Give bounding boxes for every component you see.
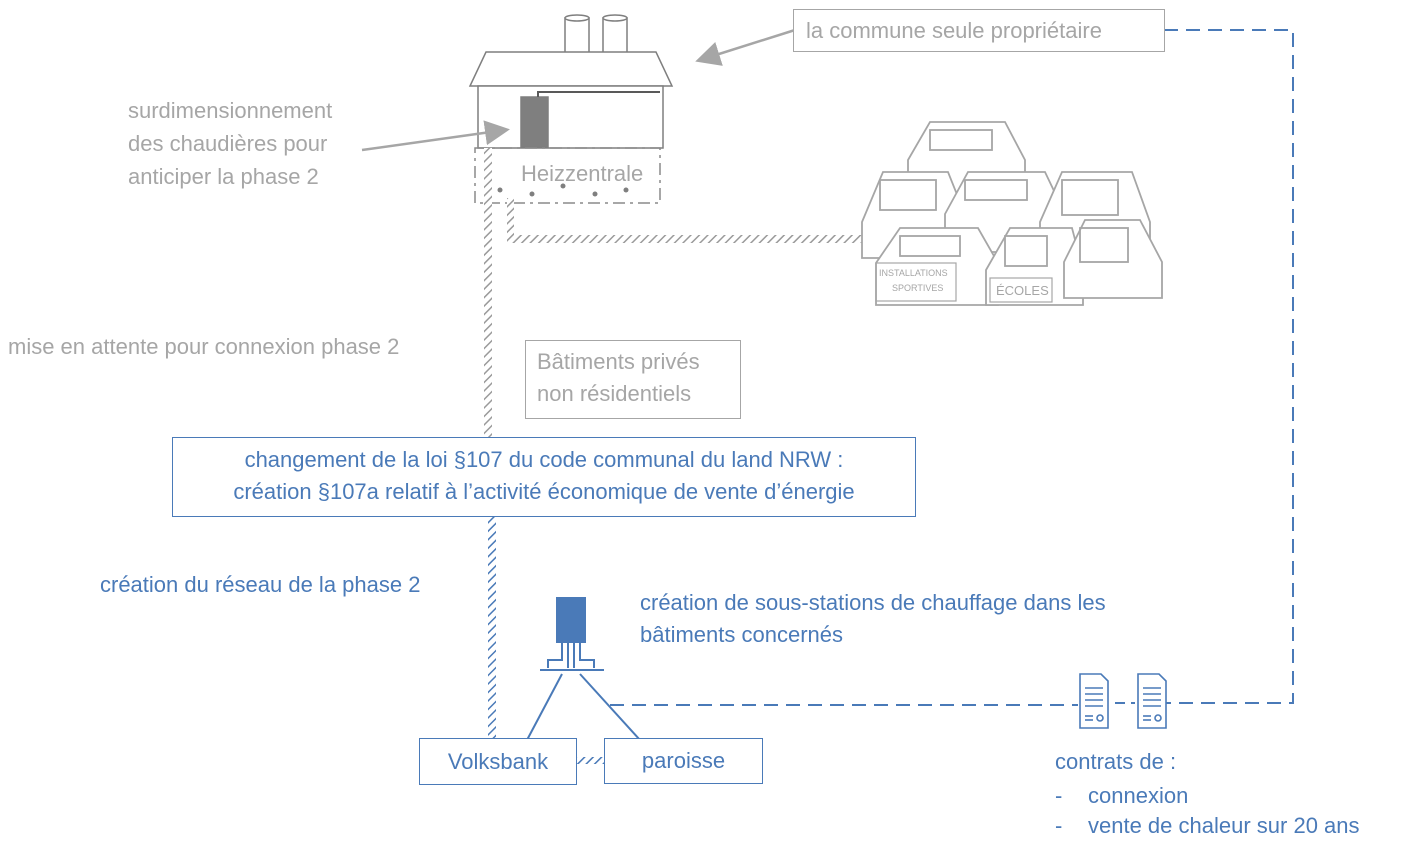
public-buildings-icon [861, 121, 1163, 306]
volksbank-label: Volksbank [447, 749, 549, 774]
boiler-note-line3: anticiper la phase 2 [128, 164, 319, 189]
private-buildings-line2: non résidentiels [537, 381, 692, 406]
paroisse-label: paroisse [641, 748, 726, 773]
law-change-line1: changement de la loi §107 du code commun… [244, 447, 844, 472]
boiler-note-line1: surdimensionnement [128, 98, 333, 123]
owner-label-box: la commune seule propriétaire [793, 9, 1165, 52]
plant-label: Heizzentrale [521, 161, 644, 186]
volksbank-box: Volksbank [419, 738, 577, 785]
substations-line2: bâtiments concernés [640, 622, 843, 647]
document-icon [1079, 673, 1109, 729]
owner-dashed-link [1164, 29, 1294, 704]
network-phase2-label: création du réseau de la phase 2 [100, 572, 421, 597]
contracts-title: contrats de : [1055, 749, 1177, 774]
boiler-arrow [361, 120, 510, 152]
grey-pipe-vertical [484, 148, 492, 438]
grey-pipe-branch [507, 198, 514, 240]
law-change-box: changement de la loi §107 du code commun… [172, 437, 916, 517]
private-buildings-box: Bâtiments privés non résidentiels [525, 340, 741, 419]
owner-arrow [695, 28, 796, 66]
grey-pipe-horizontal [507, 235, 862, 243]
paroisse-box: paroisse [604, 738, 763, 784]
private-buildings-line1: Bâtiments privés [537, 349, 700, 374]
blue-pipe-link [577, 757, 604, 764]
sports-label-frame [875, 262, 957, 302]
contracts-item-1: connexion [1088, 783, 1189, 808]
contracts-bullet-1: - [1055, 783, 1063, 808]
substation-icon [526, 597, 641, 741]
blue-pipe-vertical [488, 517, 496, 741]
waiting-label: mise en attente pour connexion phase 2 [8, 334, 400, 359]
contracts-item-2: vente de chaleur sur 20 ans [1088, 813, 1360, 838]
boiler-note-line2: des chaudières pour [128, 131, 328, 156]
document-icon [1137, 673, 1167, 729]
substations-line1: création de sous-stations de chauffage d… [640, 590, 1106, 615]
sports-label-line2: SPORTIVES [892, 283, 944, 293]
contracts-bullet-2: - [1055, 813, 1063, 838]
schools-label-frame [989, 277, 1053, 303]
law-change-line2: création §107a relatif à l’activité écon… [233, 479, 855, 504]
owner-label: la commune seule propriétaire [806, 18, 1102, 43]
sports-label-line1: INSTALLATIONS [879, 268, 948, 278]
schools-label: ÉCOLES [996, 283, 1049, 298]
